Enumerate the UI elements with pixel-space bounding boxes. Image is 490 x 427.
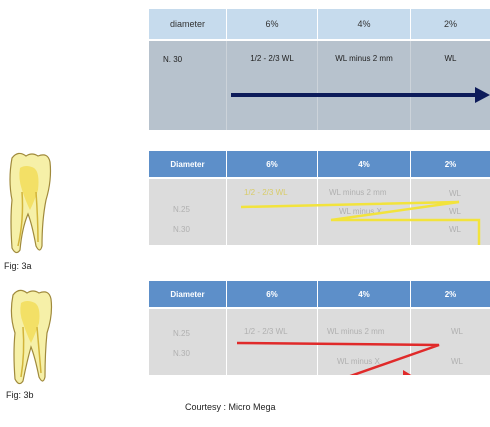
t2-row-n30: N.30	[173, 225, 190, 234]
t2-body-col1	[149, 179, 227, 245]
t1-arrow-layer	[231, 87, 490, 103]
t2-label-wl-1: WL	[449, 189, 461, 198]
t2-label-minus2: WL minus 2 mm	[329, 188, 387, 197]
t1-row-label: N. 30	[149, 41, 227, 130]
t2-header-6: 6%	[227, 151, 318, 177]
t1-cell-2: WL	[411, 41, 490, 130]
t1-header-diameter: diameter	[149, 9, 227, 39]
t2-label-minusx: WL minus X	[339, 207, 382, 216]
t2-body-col4	[411, 179, 490, 245]
table-1: diameter 6% 4% 2% N. 30 1/2 - 2/3 WL WL …	[149, 9, 490, 130]
t3-arrow-layer	[236, 341, 440, 375]
t3-label-wl-2: WL	[451, 357, 463, 366]
t2-arrow-layer	[240, 200, 481, 245]
t1-value-4: WL minus 2 mm	[335, 54, 393, 63]
t3-label-wl-1: WL	[451, 327, 463, 336]
t1-navy-arrow-head	[475, 87, 490, 103]
t1-value-2: WL	[444, 54, 457, 63]
t2-label-half: 1/2 - 2/3 WL	[244, 188, 288, 197]
t2-header-4: 4%	[318, 151, 411, 177]
t2-row-n25: N.25	[173, 205, 190, 214]
t3-header-2: 2%	[411, 281, 490, 307]
t3-red-zigzag-arrow	[236, 341, 440, 375]
t3-row-n25: N.25	[173, 329, 190, 338]
t1-value-6: 1/2 - 2/3 WL	[250, 54, 294, 63]
t2-yellow-zigzag-arrow	[240, 200, 481, 245]
courtesy-caption: Courtesy : Micro Mega	[185, 402, 276, 412]
t3-header-diameter: Diameter	[149, 281, 227, 307]
t1-row-label-text: N. 30	[163, 55, 183, 64]
t3-label-half: 1/2 - 2/3 WL	[244, 327, 288, 336]
t3-header-6: 6%	[227, 281, 318, 307]
t3-body-col1	[149, 309, 227, 375]
t3-body-col4	[411, 309, 490, 375]
t3-body-col3	[318, 309, 411, 375]
t3-header-4: 4%	[318, 281, 411, 307]
t3-label-minus2: WL minus 2 mm	[327, 327, 385, 336]
t2-header-2: 2%	[411, 151, 490, 177]
t3-label-minusx: WL minus X	[337, 357, 380, 366]
t1-header-6: 6%	[227, 9, 318, 39]
t1-cell-6: 1/2 - 2/3 WL	[227, 41, 318, 130]
table-2: Diameter 6% 4% 2% N.25 N.30 1/2 - 2/3 WL…	[149, 151, 490, 245]
t2-label-wl-3: WL	[449, 225, 461, 234]
t1-cell-4: WL minus 2 mm	[318, 41, 411, 130]
t1-header-2: 2%	[411, 9, 490, 39]
tooth-illustration-b	[5, 287, 57, 387]
figure-caption-b: Fig: 3b	[6, 390, 34, 400]
tooth-illustration-a	[2, 150, 58, 258]
t2-header-diameter: Diameter	[149, 151, 227, 177]
t2-label-wl-2: WL	[449, 207, 461, 216]
t2-body-col2	[227, 179, 318, 245]
t1-header-4: 4%	[318, 9, 411, 39]
table-3: Diameter 6% 4% 2% N.25 N.30 1/2 - 2/3 WL…	[149, 281, 490, 375]
t3-row-n30: N.30	[173, 349, 190, 358]
t3-red-arrow-head	[403, 370, 412, 375]
figure-caption-a: Fig: 3a	[4, 261, 32, 271]
